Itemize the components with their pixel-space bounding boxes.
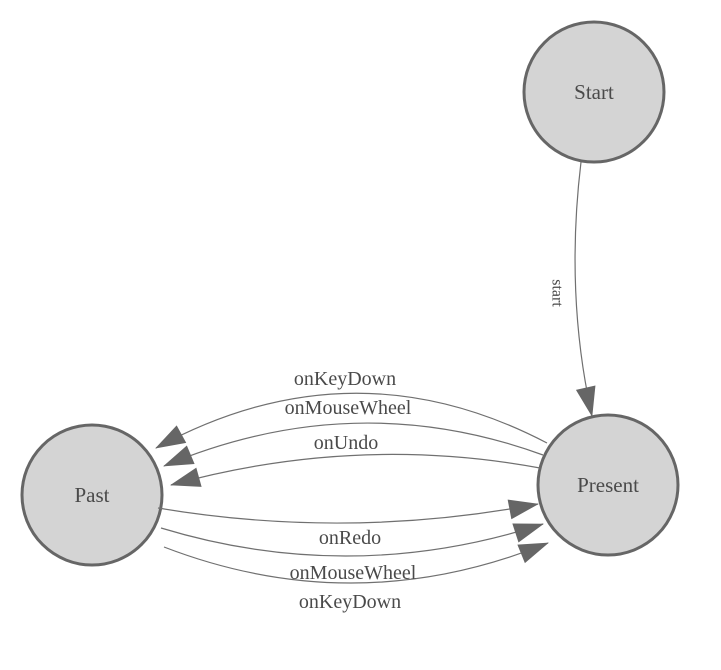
edge-present-to-past-onmousewheel <box>163 422 544 467</box>
edge-label-start: start <box>549 279 566 307</box>
edge-label-onmousewheel-bottom: onMouseWheel <box>290 562 417 584</box>
node-label-start: Start <box>574 80 614 104</box>
edge-start-to-present <box>574 161 596 417</box>
edge-label-onredo: onRedo <box>319 527 381 549</box>
edge-label-onkeydown-top: onKeyDown <box>294 368 396 390</box>
node-start <box>522 20 666 164</box>
node-label-present: Present <box>577 473 639 497</box>
edge-present-to-past-onundo <box>170 453 541 487</box>
edge-labels: start onKeyDown onMouseWheel onUndo onRe… <box>285 279 566 613</box>
edge-past-to-present-onmousewheel <box>160 523 544 557</box>
node-present <box>536 413 680 557</box>
edge-present-to-past-onkeydown <box>155 392 548 449</box>
node-label-past: Past <box>74 483 109 507</box>
edges <box>155 161 596 584</box>
edge-past-to-present-onredo <box>157 499 539 524</box>
nodes <box>20 20 680 567</box>
edge-label-onmousewheel-top: onMouseWheel <box>285 397 412 419</box>
node-labels: Start Past Present <box>74 80 639 507</box>
edge-past-to-present-onkeydown <box>163 542 549 584</box>
edge-label-onkeydown-bottom: onKeyDown <box>299 591 401 613</box>
edge-label-onundo: onUndo <box>314 432 378 454</box>
node-past <box>20 423 164 567</box>
